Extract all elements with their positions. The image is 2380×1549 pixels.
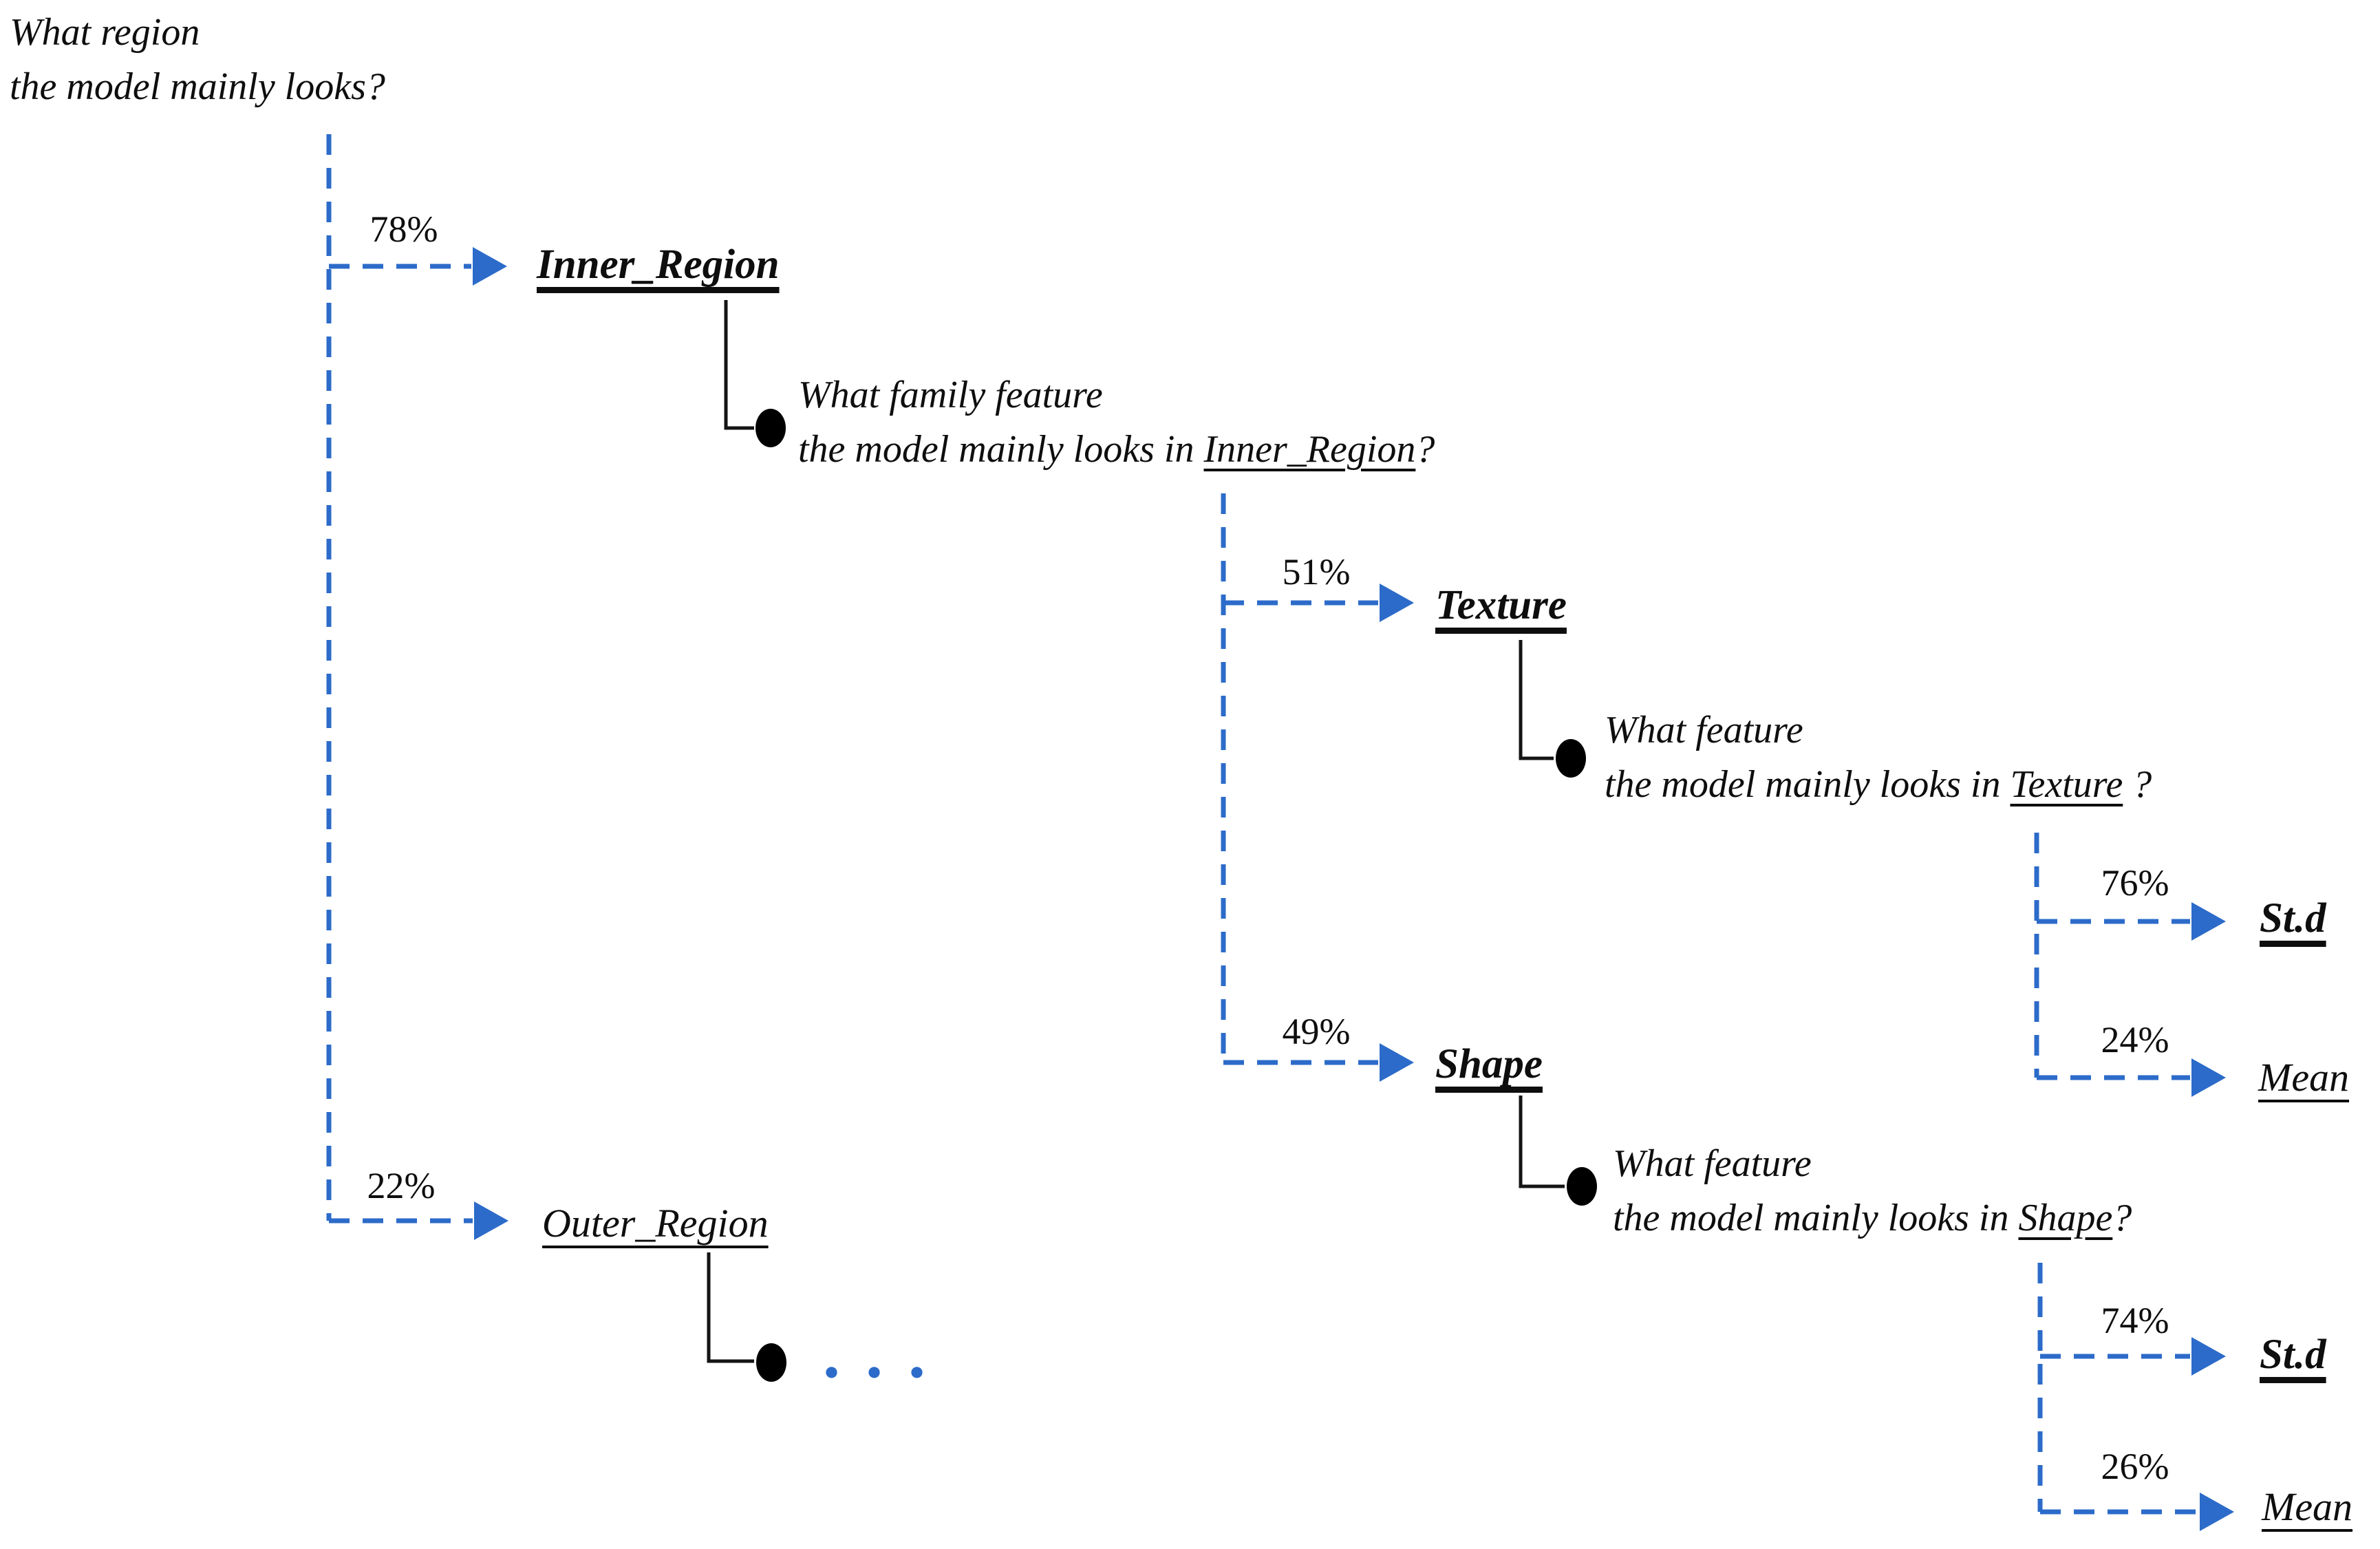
- node-shape: Shape: [1435, 1041, 1543, 1087]
- outer-question-connector: [707, 1252, 754, 1363]
- inner-question-connector: [724, 300, 754, 430]
- texture-question-bullet-dot: [1556, 739, 1586, 778]
- shape-percent-label: 49%: [1282, 1011, 1351, 1052]
- shape-feature-question: What feature the model mainly looks in S…: [1613, 1137, 2132, 1246]
- root-question: What region the model mainly looks?: [10, 6, 385, 114]
- shape-std-percent-label: 74%: [2101, 1300, 2169, 1341]
- shape-mean-arrowhead-icon: [2200, 1493, 2234, 1531]
- inner-arrowhead-icon: [473, 247, 507, 286]
- inner-percent-label: 78%: [369, 209, 438, 250]
- outer-ellipsis: . . .: [823, 1316, 930, 1392]
- node-texture-mean: Mean: [2258, 1055, 2350, 1100]
- outer-arrowhead-icon: [474, 1201, 508, 1240]
- shape-feature-question-line1: What feature: [1613, 1142, 1812, 1185]
- shape-question-connector: [1519, 1096, 1565, 1188]
- texture-underlined-word: Texture: [2010, 763, 2123, 806]
- node-outer-region: Outer_Region: [542, 1201, 769, 1246]
- root-question-line1: What region: [10, 11, 200, 54]
- texture-feature-question-line2: the model mainly looks in Texture ?: [1605, 763, 2152, 806]
- texture-percent-label: 51%: [1282, 551, 1351, 592]
- inner-region-underlined-word: Inner_Region: [1203, 428, 1416, 471]
- node-texture-std: St.d: [2260, 895, 2326, 941]
- inner-family-question-line2: the model mainly looks in Inner_Region?: [798, 428, 1435, 471]
- shape-underlined-word: Shape: [2018, 1197, 2113, 1239]
- shape-arrowhead-icon: [1380, 1043, 1414, 1082]
- texture-mean-arrowhead-icon: [2191, 1058, 2226, 1097]
- texture-mean-percent-label: 24%: [2101, 1019, 2169, 1060]
- texture-arrowhead-icon: [1380, 584, 1414, 622]
- inner-question-bullet-dot: [755, 409, 786, 447]
- texture-feature-question-line1: What feature: [1605, 709, 1803, 751]
- texture-std-arrowhead-icon: [2191, 902, 2226, 941]
- texture-question-connector: [1519, 640, 1554, 760]
- node-inner-region: Inner_Region: [537, 242, 780, 288]
- root-question-line2: the model mainly looks?: [10, 65, 385, 108]
- shape-question-bullet-dot: [1567, 1167, 1597, 1206]
- inner-family-question: What family feature the model mainly loo…: [798, 368, 1435, 477]
- inner-family-question-line1: What family feature: [798, 374, 1103, 416]
- node-shape-mean: Mean: [2262, 1484, 2353, 1529]
- outer-question-bullet-dot: [756, 1343, 786, 1382]
- node-shape-std: St.d: [2260, 1332, 2326, 1378]
- shape-std-arrowhead-icon: [2191, 1337, 2226, 1376]
- node-texture: Texture: [1435, 582, 1567, 628]
- outer-percent-label: 22%: [367, 1165, 436, 1206]
- texture-feature-question: What feature the model mainly looks in T…: [1605, 703, 2152, 812]
- shape-mean-percent-label: 26%: [2101, 1446, 2169, 1487]
- shape-feature-question-line2: the model mainly looks in Shape?: [1613, 1197, 2132, 1239]
- texture-std-percent-label: 76%: [2101, 862, 2169, 904]
